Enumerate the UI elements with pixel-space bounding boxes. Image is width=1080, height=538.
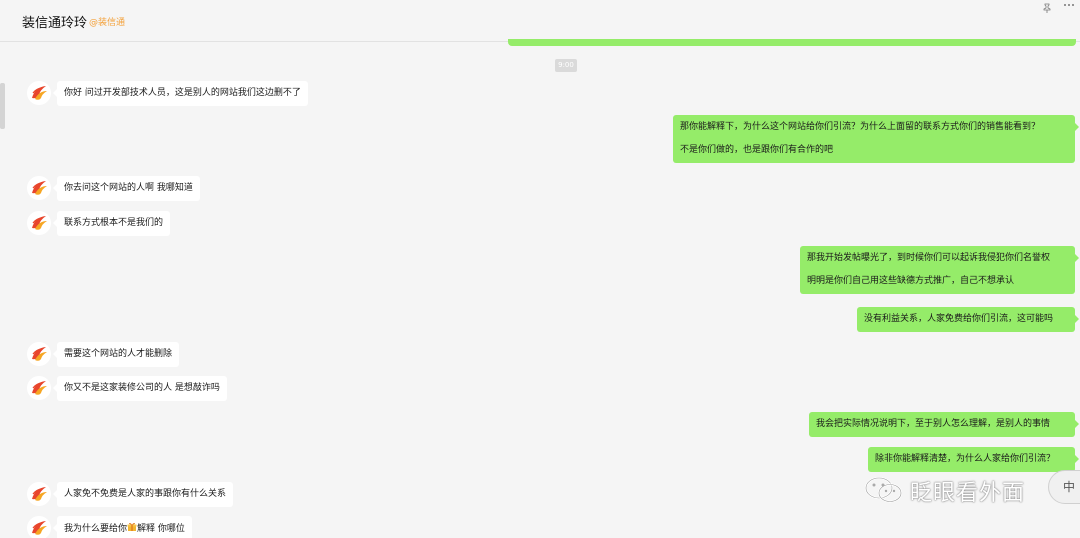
- wechat-icon: [864, 475, 910, 508]
- contact-avatar[interactable]: [27, 376, 51, 400]
- message-text: 除非你能解释清楚，为什么人家给你们引流？: [875, 454, 1056, 464]
- watermark: 眨眼看外面: [864, 474, 1025, 508]
- outgoing-message-bubble: 除非你能解释清楚，为什么人家给你们引流？: [868, 447, 1079, 472]
- message-text: 我为什么要给你: [64, 524, 128, 534]
- watermark-text: 眨眼看外面: [910, 481, 1026, 506]
- gift-icon: [127, 522, 137, 532]
- message-text: 不是你们做的，也是跟你们有合作的吧: [680, 145, 834, 155]
- pin-icon[interactable]: [1042, 3, 1052, 13]
- message-text: 解释 你哪位: [137, 524, 185, 534]
- incoming-message-bubble: 联系方式根本不是我们的: [52, 211, 171, 236]
- contact-avatar[interactable]: [27, 211, 51, 235]
- incoming-message-bubble: 你去问这个网站的人啊 我哪知道: [53, 176, 200, 201]
- message-text: 那你能解释下，为什么这个网站给你们引流？为什么上面留的联系方式你们的销售能看到？: [680, 122, 1041, 132]
- contact-avatar[interactable]: [27, 516, 51, 538]
- incoming-message-bubble: 我为什么要给你解释 你哪位: [53, 516, 192, 538]
- more-icon[interactable]: [1063, 0, 1075, 10]
- chat-handle[interactable]: @装信通: [89, 18, 126, 28]
- contact-avatar[interactable]: [27, 482, 51, 506]
- message-text: 那我开始发帖曝光了，到时候你们可以起诉我侵犯你们名誉权: [807, 253, 1051, 263]
- incoming-message-bubble: 你好 问过开发部技术人员，这是别人的网站我们这边删不了: [53, 81, 308, 106]
- message-timestamp: 9:00: [555, 59, 577, 72]
- outgoing-message-bubble: 我会把实际情况说明下，至于别人怎么理解，是别人的事情: [809, 412, 1079, 437]
- previous-message-bubble: [508, 39, 1076, 46]
- outgoing-message-bubble: 那我开始发帖曝光了，到时候你们可以起诉我侵犯你们名誉权 明明是你们自己用这些缺德…: [800, 246, 1079, 294]
- contact-avatar[interactable]: [27, 342, 51, 366]
- message-text: 人家免不免费是人家的事跟你有什么关系: [64, 489, 227, 499]
- message-text: 需要这个网站的人才能删除: [64, 349, 173, 359]
- message-text: 你又不是这家装修公司的人 是想敲诈吗: [64, 383, 220, 393]
- message-text-group: 我为什么要给你解释 你哪位: [64, 522, 185, 536]
- outgoing-message-bubble: 那你能解释下，为什么这个网站给你们引流？为什么上面留的联系方式你们的销售能看到？…: [673, 115, 1079, 163]
- incoming-message-bubble: 你又不是这家装修公司的人 是想敲诈吗: [53, 376, 227, 401]
- message-text: 你去问这个网站的人啊 我哪知道: [64, 183, 193, 193]
- outgoing-message-bubble: 没有利益关系，人家免费给你们引流，这可能吗: [857, 307, 1079, 332]
- incoming-message-bubble: 人家免不免费是人家的事跟你有什么关系: [52, 482, 234, 507]
- message-text: 没有利益关系，人家免费给你们引流，这可能吗: [864, 314, 1054, 324]
- scrollbar-thumb[interactable]: [0, 83, 5, 129]
- chat-header: 装信通玲玲 @装信通: [0, 0, 1080, 42]
- incoming-message-bubble: 需要这个网站的人才能删除: [52, 342, 180, 367]
- contact-avatar[interactable]: [27, 176, 51, 200]
- message-text: 我会把实际情况说明下，至于别人怎么理解，是别人的事情: [816, 419, 1051, 429]
- chat-title: 装信通玲玲: [22, 16, 88, 31]
- contact-avatar[interactable]: [27, 81, 51, 105]
- ime-indicator[interactable]: 中: [1048, 470, 1080, 504]
- message-text: 联系方式根本不是我们的: [64, 218, 164, 228]
- message-text: 明明是你们自己用这些缺德方式推广，自己不想承认: [807, 276, 1015, 286]
- message-text: 你好 问过开发部技术人员，这是别人的网站我们这边删不了: [64, 88, 301, 98]
